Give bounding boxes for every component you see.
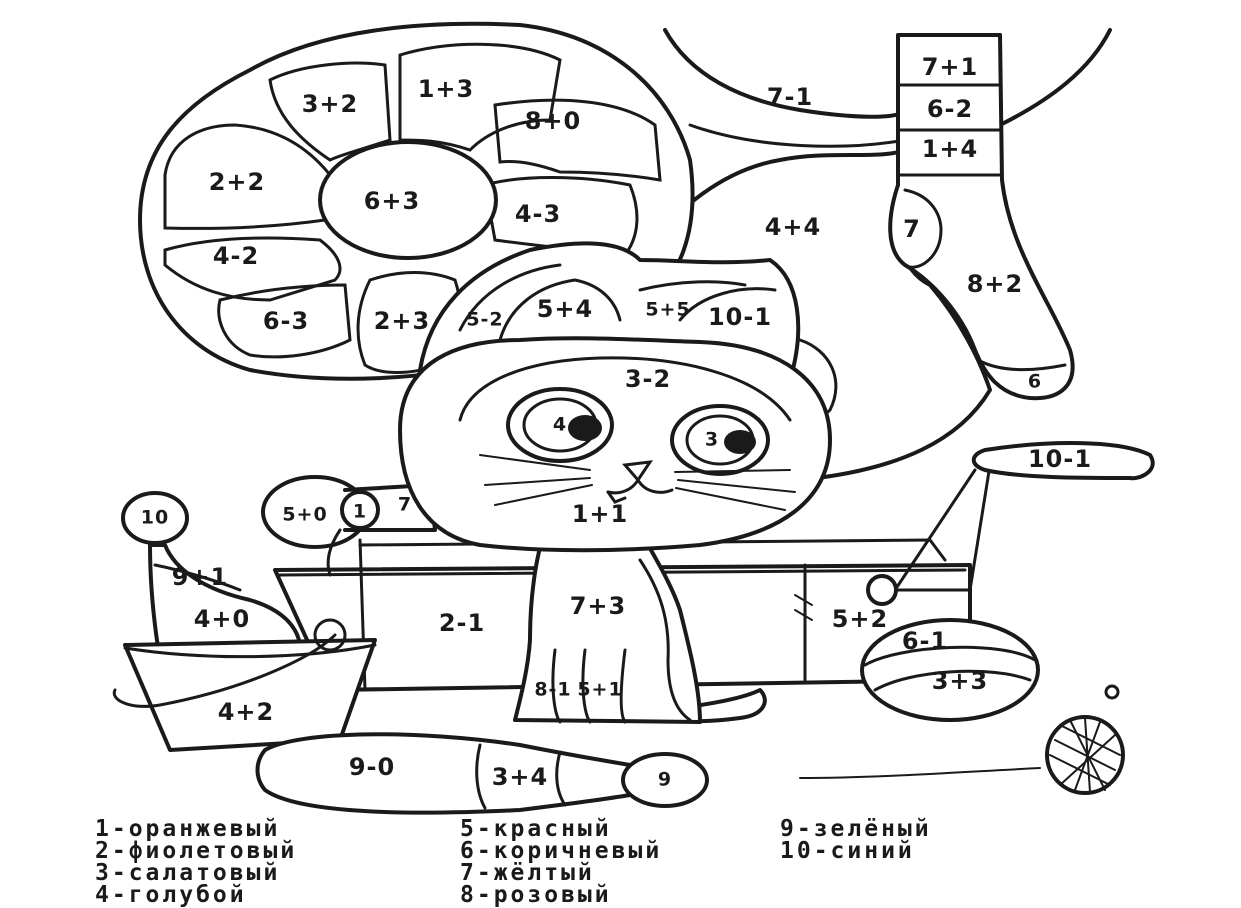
label-left-paw: 8-1 [534,679,571,701]
legend-item: 9-зелёный [780,816,932,842]
label-sock-foot: 8+2 [967,270,1024,298]
cat [398,241,832,724]
label-left-ear-outer: 5-2 [466,309,503,331]
label-rattle-ring: 1 [353,501,367,523]
label-lying-pin-body: 9-0 [349,753,395,781]
legend-item: 2-фиолетовый [95,838,298,864]
bowling-pin [121,491,303,667]
label-hanging-top: 7-1 [767,83,813,111]
label-pin-head: 10 [141,507,169,529]
label-petal-left: 2+2 [209,168,266,196]
label-petal-lower-left: 4-2 [213,242,259,270]
label-petal-bottom: 2+3 [374,307,431,335]
crank [866,441,1155,606]
legend-item: 5-красный [460,816,612,842]
label-background-body: 4+4 [765,213,822,241]
label-petal-top: 1+3 [418,75,475,103]
legend-column-3: 9-зелёный 10-синий [780,816,932,864]
legend-item: 1-оранжевый [95,816,281,842]
label-sock-band-2: 6-2 [927,95,973,123]
label-sock-band-1: 7+1 [922,53,979,81]
label-right-eye: 3 [705,429,719,451]
ball [860,618,1040,722]
legend-item: 10-синий [780,838,915,864]
number-labels: 3+2 1+3 8+0 2+2 6+3 4-3 4-2 6-3 2+3 7-1 … [141,53,1092,791]
label-petal-top-right: 8+0 [525,107,582,135]
label-sock-toe: 6 [1028,371,1042,393]
label-left-eye: 4 [553,414,567,436]
label-right-ear-inner: 10-1 [708,303,772,331]
legend-column-2: 5-красный 6-коричневый 7-жёлтый 8-розовы… [460,816,663,908]
legend-column-1: 1-оранжевый 2-фиолетовый 3-салатовый 4-г… [95,816,298,908]
legend-item: 3-салатовый [95,860,281,886]
label-box-front: 2-1 [439,609,485,637]
label-chest: 7+3 [570,592,627,620]
label-lying-pin-head: 9 [658,769,672,791]
label-left-ear-inner: 5+4 [537,295,594,323]
label-right-paw: 5+1 [577,679,622,701]
legend-item: 8-розовый [460,882,612,908]
label-sock-heel: 7 [903,215,921,243]
label-rattle-head: 5+0 [282,504,327,526]
label-flower-center: 6+3 [364,187,421,215]
legend-item: 4-голубой [95,882,247,908]
label-petal-bottom-left: 6-3 [263,307,309,335]
yarn-ball [799,684,1125,795]
label-sock-band-3: 1+4 [922,135,979,163]
label-pin-body: 4+0 [194,605,251,633]
label-ball-bottom: 3+3 [932,667,989,695]
label-petal-right: 4-3 [515,200,561,228]
label-crank-handle: 10-1 [1028,445,1092,473]
label-petal-top-left: 3+2 [302,90,359,118]
label-ball-top: 6-1 [902,627,948,655]
sock [888,33,1075,401]
label-lying-pin-band: 3+4 [492,763,549,791]
label-pin-band: 9+1 [172,563,229,591]
label-forehead: 3-2 [625,365,671,393]
label-bucket: 4+2 [218,698,275,726]
label-box-side: 5+2 [832,605,889,633]
legend-item: 7-жёлтый [460,860,595,886]
rattle [261,475,437,577]
label-rattle-tag: 7 [398,494,412,516]
bucket [112,618,377,752]
legend-item: 6-коричневый [460,838,663,864]
label-right-ear-outer: 5+5 [645,299,690,321]
lying-bowling-pin [255,732,709,815]
label-muzzle: 1+1 [572,500,629,528]
